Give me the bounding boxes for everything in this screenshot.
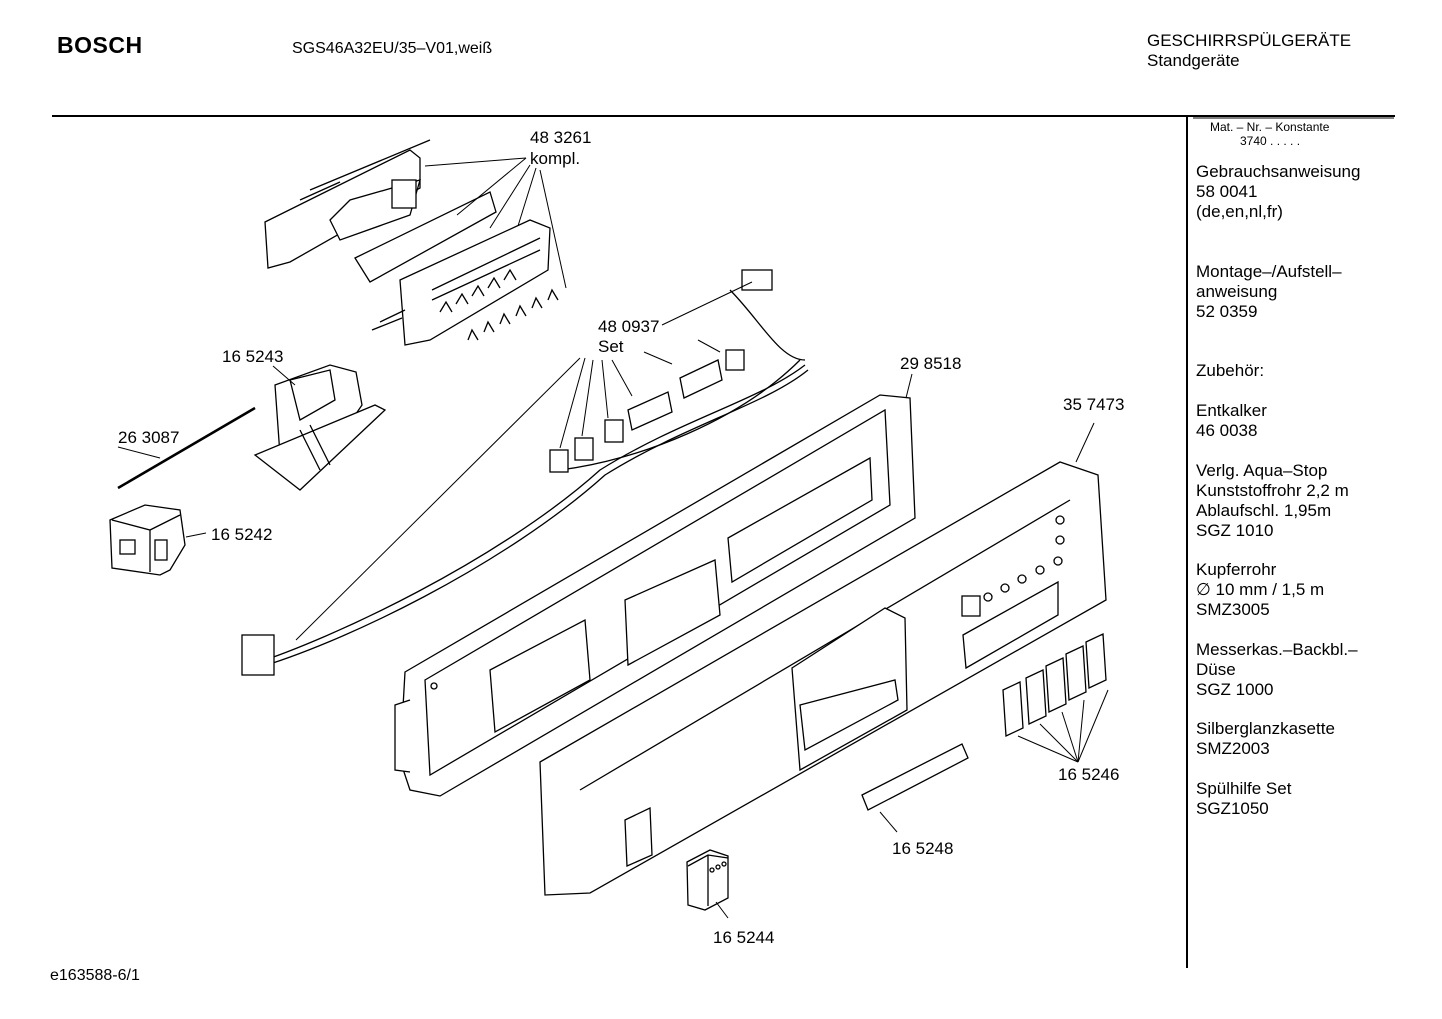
leader-165246 (1017, 689, 1109, 763)
konstante-value: 3740 . . . . . (1240, 134, 1301, 148)
label-263087: 26 3087 (118, 428, 180, 447)
sidebar-block-accessories-heading: Zubehör: (1196, 361, 1265, 380)
leader-165248 (879, 811, 898, 833)
category-subtitle: Standgeräte (1147, 51, 1240, 70)
sidebar-block-copper-pipe: Kupferrohr ∅ 10 mm / 1,5 m SMZ3005 (1196, 560, 1325, 619)
sidebar-block-rinse-set: Spülhilfe Set SGZ1050 (1196, 779, 1292, 818)
cable-set-part (241, 269, 809, 676)
sidebar-block-nozzle: Messerkas.–Backbl.– Düse SGZ 1000 (1196, 640, 1358, 699)
konstante-label: Mat. – Nr. – Konstante (1210, 120, 1330, 134)
label-165244: 16 5244 (713, 928, 775, 947)
label-483261: 48 3261 (530, 128, 592, 147)
bracket-part (253, 364, 387, 491)
leader-298518 (905, 373, 913, 399)
control-module-part (264, 139, 559, 346)
front-panel-part (539, 461, 1107, 896)
sidebar-block-silver-cassette: Silberglanzkasette SMZ2003 (1196, 719, 1335, 758)
leader-480937 (295, 281, 753, 641)
label-165246: 16 5246 (1058, 765, 1120, 784)
label-480937: 48 0937 (598, 317, 660, 336)
leader-357473 (1075, 422, 1095, 463)
leader-165244 (715, 901, 729, 919)
label-480937-note: Set (598, 337, 624, 356)
label-298518: 29 8518 (900, 354, 962, 373)
document-id: e163588-6/1 (50, 967, 140, 984)
leader-165243 (272, 365, 296, 386)
leader-165242 (185, 532, 207, 538)
switch-part (109, 504, 186, 576)
box-part (686, 849, 729, 911)
label-165248: 16 5248 (892, 839, 954, 858)
button-set-part (1002, 633, 1107, 737)
label-165242: 16 5242 (211, 525, 273, 544)
sidebar-block-descaler: Entkalker 46 0038 (1196, 401, 1267, 440)
inner-frame-part (394, 394, 916, 797)
label-165243: 16 5243 (222, 347, 284, 366)
category-title: GESCHIRRSPÜLGERÄTE (1147, 31, 1352, 50)
model-number: SGS46A32EU/35–V01,weiß (292, 40, 493, 57)
label-483261-note: kompl. (530, 149, 581, 168)
label-357473: 35 7473 (1063, 395, 1125, 414)
strip-part (861, 743, 969, 811)
leader-483261 (424, 157, 567, 289)
sidebar-block-aquastop: Verlg. Aqua–Stop Kunststoffrohr 2,2 m Ab… (1196, 461, 1349, 540)
sidebar-block-installation: Montage–/Aufstell– anweisung 52 0359 (1196, 262, 1342, 321)
sidebar-block-manual: Gebrauchsanweisung 58 0041 (de,en,nl,fr) (1196, 162, 1361, 221)
leader-263087 (117, 446, 161, 459)
brand-logo: BOSCH (57, 32, 143, 58)
rod-part (117, 406, 256, 490)
